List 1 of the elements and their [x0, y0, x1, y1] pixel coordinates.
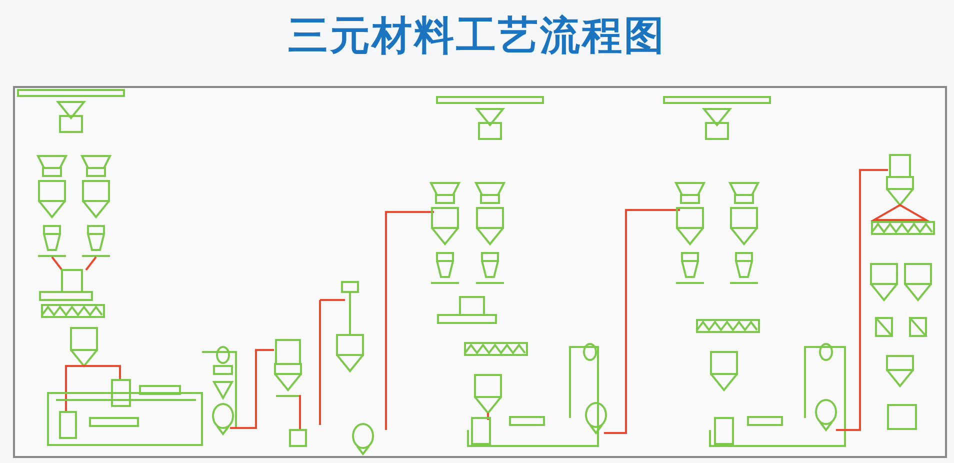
- diagram-title: 三元材料工艺流程图: [288, 12, 666, 61]
